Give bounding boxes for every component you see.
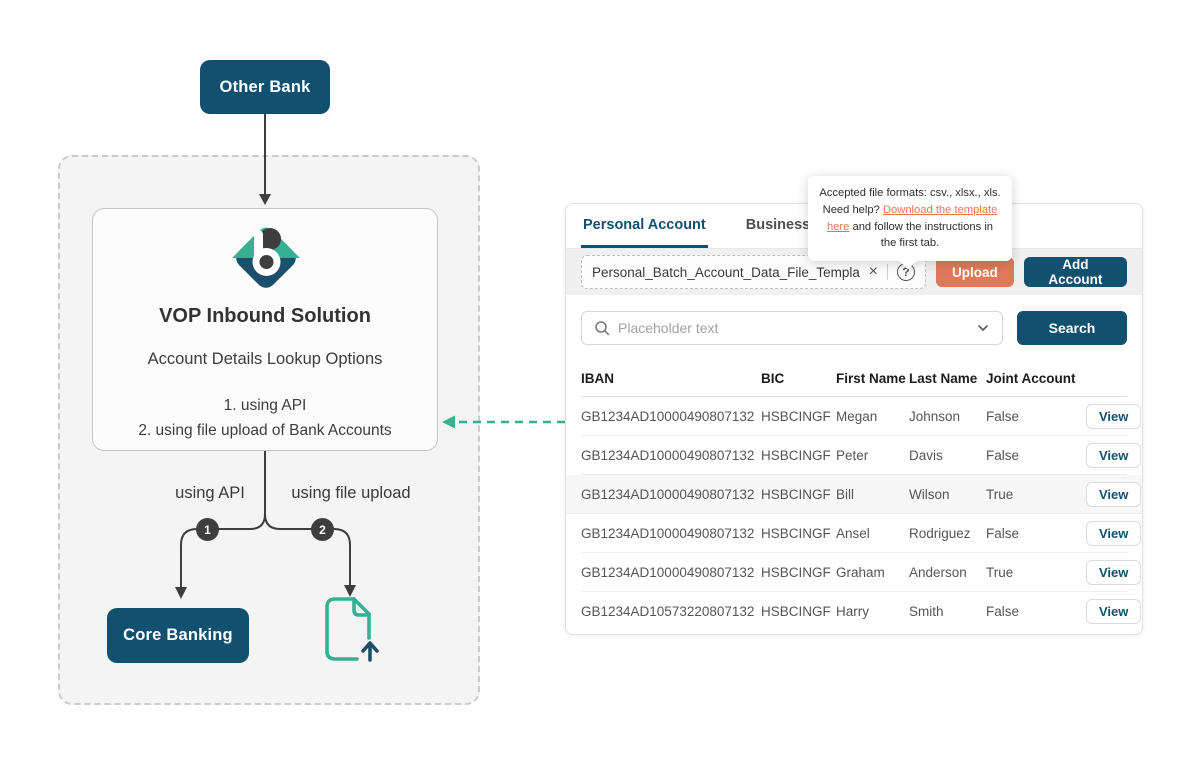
cell-bic: HSBCINGF [761, 564, 831, 580]
cell-bic: HSBCINGF [761, 525, 831, 541]
view-button[interactable]: View [1086, 599, 1142, 624]
cell-joint-account: False [986, 525, 1020, 541]
col-last-name: Last Name [909, 371, 978, 386]
vop-option-2: 2. using file upload of Bank Accounts [138, 422, 392, 439]
cell-bic: HSBCINGF [761, 486, 831, 502]
cell-joint-account: False [986, 604, 1020, 619]
branch-label-api: using API [175, 484, 245, 502]
step-2-badge: 2 [311, 518, 334, 541]
search-input[interactable] [618, 320, 968, 336]
cell-iban: GB1234AD10000490807132 [581, 564, 755, 580]
table-row: GB1234AD10000490807132 HSBCINGF Peter Da… [581, 436, 1142, 475]
chevron-down-icon[interactable] [976, 321, 990, 335]
view-button[interactable]: View [1086, 520, 1142, 546]
accounts-table: IBAN BIC First Name Last Name Joint Acco… [566, 361, 1142, 631]
cell-last-name: Davis [909, 447, 943, 463]
col-joint-account: Joint Account [986, 371, 1076, 386]
col-first-name: First Name [836, 371, 906, 386]
view-button[interactable]: View [1086, 403, 1142, 429]
table-row: GB1234AD10573220807132 HSBCINGF Harry Sm… [581, 592, 1142, 631]
cell-bic: HSBCINGF [761, 408, 831, 424]
file-input[interactable]: Personal_Batch_Account_Data_File_Templat… [581, 255, 926, 289]
cell-joint-account: True [986, 564, 1014, 580]
upload-button[interactable]: Upload [936, 257, 1014, 287]
cell-iban: GB1234AD10573220807132 [581, 604, 755, 619]
cell-last-name: Anderson [909, 564, 967, 580]
table-row: GB1234AD10000490807132 HSBCINGF Bill Wil… [566, 475, 1142, 514]
vop-subtitle: Account Details Lookup Options [147, 350, 383, 368]
cell-first-name: Harry [836, 604, 869, 619]
vop-title: VOP Inbound Solution [159, 305, 371, 327]
table-row: GB1234AD10000490807132 HSBCINGF Megan Jo… [581, 397, 1142, 436]
cell-first-name: Peter [836, 447, 869, 463]
search-row: Search [566, 295, 1142, 361]
cell-bic: HSBCINGF [761, 604, 831, 619]
other-bank-label: Other Bank [219, 77, 311, 96]
core-banking-node: Core Banking [107, 608, 249, 663]
cell-iban: GB1234AD10000490807132 [581, 486, 755, 502]
cell-last-name: Johnson [909, 408, 961, 424]
cell-iban: GB1234AD10000490807132 [581, 447, 755, 463]
tooltip-text-after: and follow the instructions in the first… [849, 220, 994, 250]
tab-personal-account[interactable]: Personal Account [581, 217, 708, 248]
file-name: Personal_Batch_Account_Data_File_Templat… [592, 264, 860, 280]
vop-option-1: 1. using API [223, 397, 307, 414]
download-template-link[interactable]: Download the template here [826, 203, 998, 233]
accounts-card: Personal Account Business Account Person… [565, 203, 1143, 635]
upload-help-tooltip: Accepted file formats: csv., xlsx., xls.… [808, 176, 1012, 270]
table-row: GB1234AD10000490807132 HSBCINGF Graham A… [581, 553, 1142, 592]
cell-first-name: Megan [836, 408, 878, 424]
cell-first-name: Graham [836, 564, 885, 580]
vop-inbound-solution-node: VOP Inbound Solution Account Details Loo… [92, 208, 438, 451]
search-icon [595, 321, 610, 336]
cell-last-name: Rodriguez [909, 525, 971, 541]
divider [887, 264, 888, 280]
col-iban: IBAN [581, 371, 614, 386]
search-button[interactable]: Search [1017, 311, 1127, 345]
cell-bic: HSBCINGF [761, 447, 831, 463]
cell-joint-account: False [986, 408, 1020, 424]
step-1-badge: 1 [196, 518, 219, 541]
table-body: GB1234AD10000490807132 HSBCINGF Megan Jo… [566, 397, 1142, 631]
vop-options: 1. using API 2. using file upload of Ban… [93, 393, 437, 443]
cell-iban: GB1234AD10000490807132 [581, 525, 755, 541]
cell-joint-account: False [986, 447, 1020, 463]
core-banking-label: Core Banking [123, 626, 233, 644]
table-row: GB1234AD10000490807132 HSBCINGF Ansel Ro… [581, 514, 1142, 553]
other-bank-node: Other Bank [200, 60, 330, 114]
table-header: IBAN BIC First Name Last Name Joint Acco… [581, 361, 1127, 397]
cell-last-name: Wilson [909, 486, 950, 502]
search-field[interactable] [581, 311, 1003, 345]
clear-file-icon[interactable]: × [868, 263, 878, 280]
cell-iban: GB1234AD10000490807132 [581, 408, 755, 424]
col-bic: BIC [761, 371, 785, 386]
tooltip-text-before: Accepted file formats: csv., xlsx., xls.… [819, 187, 1001, 216]
cell-joint-account: True [986, 486, 1014, 502]
view-button[interactable]: View [1086, 559, 1142, 585]
add-account-button[interactable]: Add Account [1023, 257, 1127, 287]
branch-label-file-upload: using file upload [291, 484, 411, 502]
view-button[interactable]: View [1086, 442, 1142, 468]
file-upload-icon [325, 597, 379, 662]
cell-last-name: Smith [909, 604, 944, 619]
view-button[interactable]: View [1086, 481, 1142, 507]
upload-toolbar: Personal_Batch_Account_Data_File_Templat… [566, 249, 1142, 295]
cell-first-name: Ansel [836, 525, 870, 541]
b-diamond-logo-icon [232, 227, 300, 288]
cell-first-name: Bill [836, 486, 855, 502]
